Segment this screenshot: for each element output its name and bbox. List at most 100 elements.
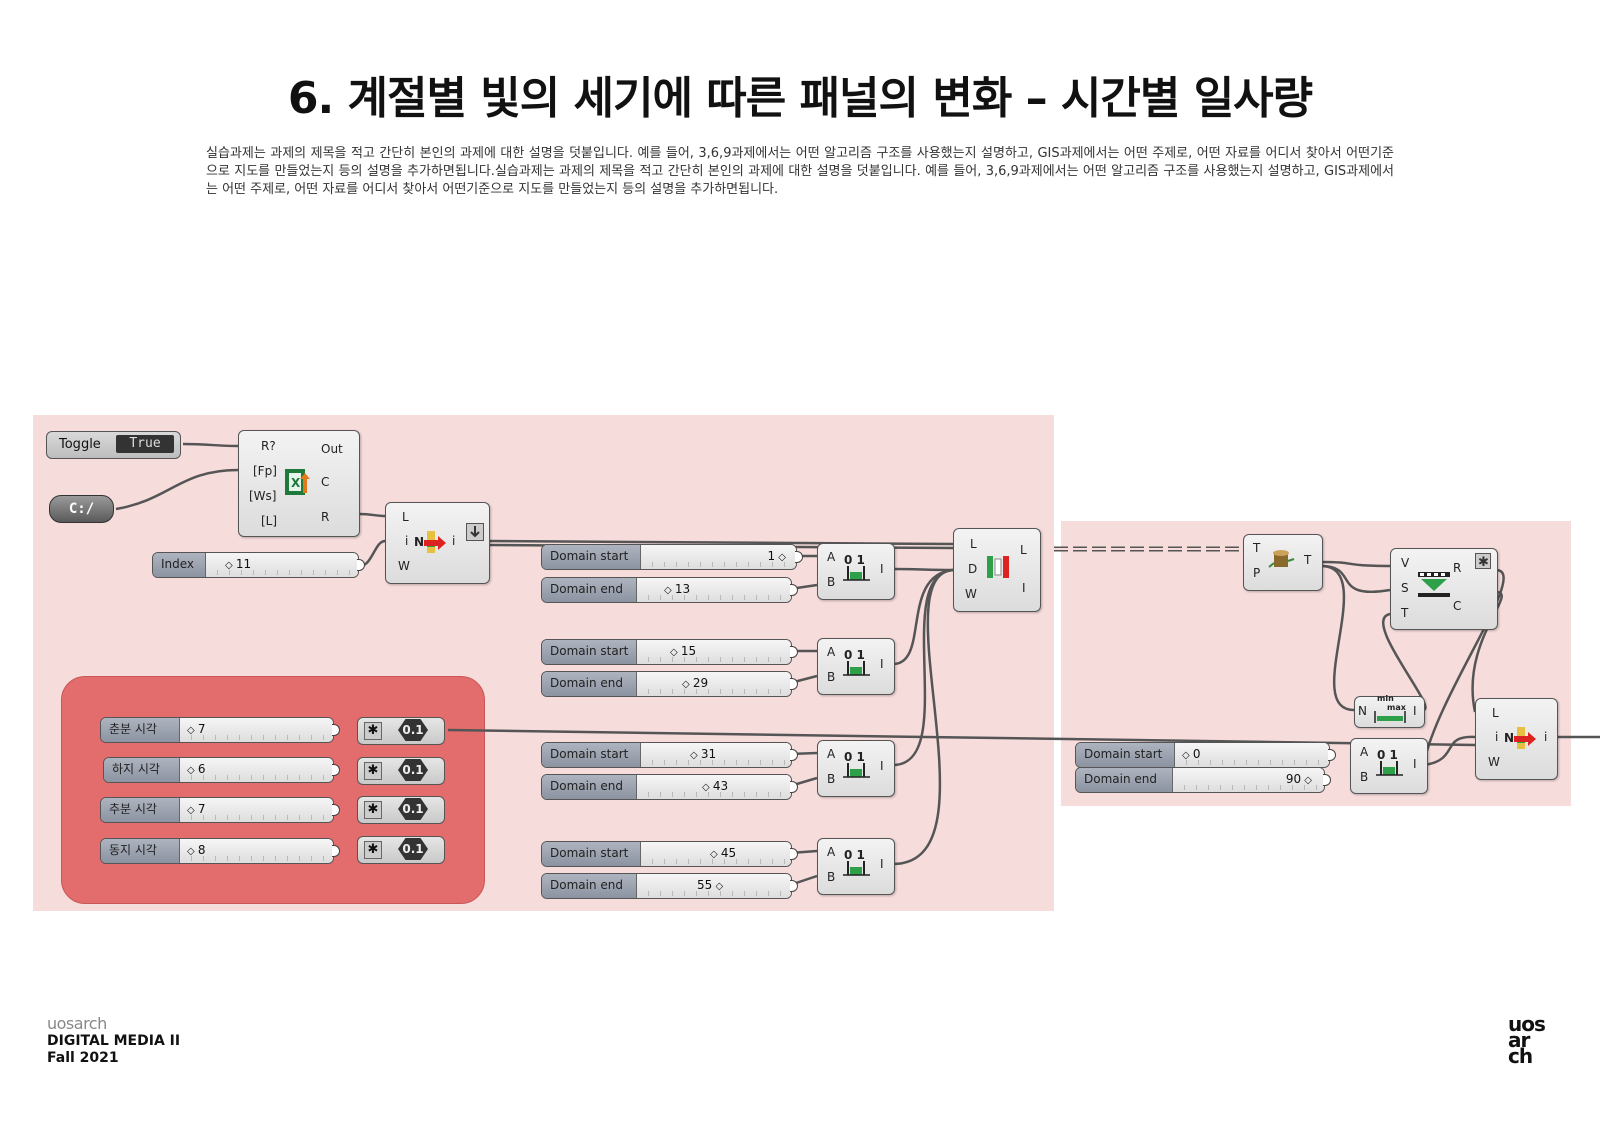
input-pin[interactable]: W (965, 587, 977, 601)
output-grip[interactable] (1328, 749, 1336, 761)
input-pin[interactable]: T (1253, 541, 1261, 555)
domain-end-slider[interactable]: Domain end 29 (541, 671, 798, 697)
excel-reader-component[interactable]: R? [Fp] [Ws] [L] Out C R X (238, 430, 360, 537)
slider-track[interactable] (637, 578, 791, 602)
domain-end-slider[interactable]: Domain end 13 (541, 577, 798, 603)
output-pin[interactable]: R (1453, 561, 1462, 575)
output-grip[interactable] (332, 804, 340, 816)
input-pin[interactable]: B (827, 670, 836, 684)
input-pin[interactable]: L (970, 537, 977, 551)
input-pin[interactable]: R? (261, 439, 276, 453)
shift-paths-component[interactable]: T P T (1243, 534, 1323, 591)
construct-domain-component[interactable]: A B I 0 1 (1350, 738, 1428, 794)
multiply-component[interactable]: ✱ 0.1 (357, 757, 445, 785)
toggle-value[interactable]: True (116, 435, 174, 453)
input-pin[interactable]: B (827, 870, 836, 884)
input-pin[interactable]: A (1360, 745, 1369, 759)
season-slider[interactable]: 동지 시각 8 (100, 838, 340, 864)
input-pin[interactable]: T (1401, 606, 1409, 620)
domain-end-slider[interactable]: Domain end 43 (541, 774, 798, 800)
domain-start-slider[interactable]: Domain start 31 (541, 742, 798, 768)
output-pin[interactable]: T (1304, 553, 1312, 567)
output-grip[interactable] (332, 845, 340, 857)
output-grip[interactable] (790, 781, 798, 793)
input-pin[interactable]: L (402, 510, 409, 524)
multiply-component[interactable]: ✱ 0.1 (357, 717, 445, 745)
remap-numbers-component[interactable]: V S T R C ✱ (1390, 548, 1498, 630)
output-pin[interactable]: I (1022, 581, 1026, 595)
file-path-param[interactable]: C:/ (49, 495, 114, 523)
input-pin[interactable]: [Fp] (253, 464, 277, 478)
input-pin[interactable]: L (1492, 706, 1499, 720)
output-pin[interactable]: i (1544, 730, 1548, 744)
list-item-component[interactable]: L i W i N (385, 502, 490, 584)
output-pin[interactable]: I (880, 857, 884, 871)
input-pin[interactable]: A (827, 550, 836, 564)
output-pin[interactable]: I (880, 657, 884, 671)
slider-track[interactable] (637, 672, 791, 696)
input-pin[interactable]: A (827, 747, 836, 761)
input-pin[interactable]: W (1488, 755, 1500, 769)
output-grip[interactable] (795, 551, 803, 563)
domain-end-slider[interactable]: Domain end 55 (541, 873, 798, 899)
domain-start-slider[interactable]: Domain start 45 (541, 841, 798, 867)
output-pin[interactable]: I (1413, 757, 1417, 771)
output-grip[interactable] (332, 764, 340, 776)
output-pin[interactable]: I (880, 562, 884, 576)
domain-start-slider[interactable]: Domain start 1 (541, 544, 803, 570)
asterisk-icon[interactable]: ✱ (1475, 553, 1491, 569)
arrow-down-icon[interactable] (466, 523, 484, 541)
input-pin[interactable]: P (1253, 566, 1261, 580)
output-pin[interactable]: Out (321, 442, 343, 456)
season-slider[interactable]: 춘분 시각 7 (100, 717, 340, 743)
output-grip[interactable] (357, 559, 365, 571)
input-pin[interactable]: [L] (261, 514, 278, 528)
output-pin[interactable]: L (1020, 543, 1027, 557)
domain-start-slider[interactable]: Domain start 0 (1075, 742, 1336, 768)
season-slider[interactable]: 하지 시각 6 (103, 757, 340, 783)
construct-domain-component[interactable]: A B I 0 1 (817, 838, 895, 895)
boolean-toggle[interactable]: Toggle True (46, 431, 181, 459)
construct-domain-component[interactable]: A B I 0 1 (817, 543, 895, 600)
output-pin[interactable]: I (880, 759, 884, 773)
multiply-component[interactable]: ✱ 0.1 (357, 796, 445, 824)
input-pin[interactable]: i (405, 534, 409, 548)
input-pin[interactable]: [Ws] (249, 489, 277, 503)
input-pin[interactable]: B (1360, 770, 1369, 784)
slider-track[interactable] (1175, 743, 1329, 767)
output-pin[interactable]: R (321, 510, 330, 524)
output-grip[interactable] (1323, 774, 1331, 786)
output-grip[interactable] (332, 724, 340, 736)
input-pin[interactable]: W (398, 559, 410, 573)
input-pin[interactable]: i (1495, 730, 1499, 744)
input-pin[interactable]: V (1401, 556, 1410, 570)
output-grip[interactable] (790, 848, 798, 860)
output-pin[interactable]: C (1453, 599, 1462, 613)
output-pin[interactable]: i (452, 534, 456, 548)
input-pin[interactable]: A (827, 845, 836, 859)
construct-domain-component[interactable]: A B I 0 1 (817, 740, 895, 797)
index-slider[interactable]: Index 11 (152, 552, 365, 578)
multiply-component[interactable]: ✱ 0.1 (357, 836, 445, 864)
list-item-component[interactable]: L i W i N (1475, 698, 1558, 780)
output-grip[interactable] (790, 678, 798, 690)
input-pin[interactable]: A (827, 645, 836, 659)
output-grip[interactable] (790, 646, 798, 658)
output-grip[interactable] (790, 880, 798, 892)
sub-list-component[interactable]: L D W L I (953, 528, 1041, 612)
input-pin[interactable]: N (1358, 704, 1367, 718)
input-pin[interactable]: S (1401, 581, 1409, 595)
construct-domain-component[interactable]: A B I 0 1 (817, 638, 895, 695)
input-pin[interactable]: B (827, 575, 836, 589)
season-slider[interactable]: 추분 시각 7 (100, 797, 340, 823)
bounds-component[interactable]: N I min max (1354, 694, 1425, 728)
input-pin[interactable]: D (968, 562, 978, 576)
output-pin[interactable]: C (321, 475, 330, 489)
domain-start-slider[interactable]: Domain start 15 (541, 639, 798, 665)
output-grip[interactable] (790, 749, 798, 761)
slider-track[interactable] (637, 640, 791, 664)
input-pin[interactable]: B (827, 772, 836, 786)
domain-end-slider[interactable]: Domain end 90 (1075, 767, 1331, 793)
output-grip[interactable] (790, 584, 798, 596)
output-pin[interactable]: I (1413, 704, 1417, 718)
